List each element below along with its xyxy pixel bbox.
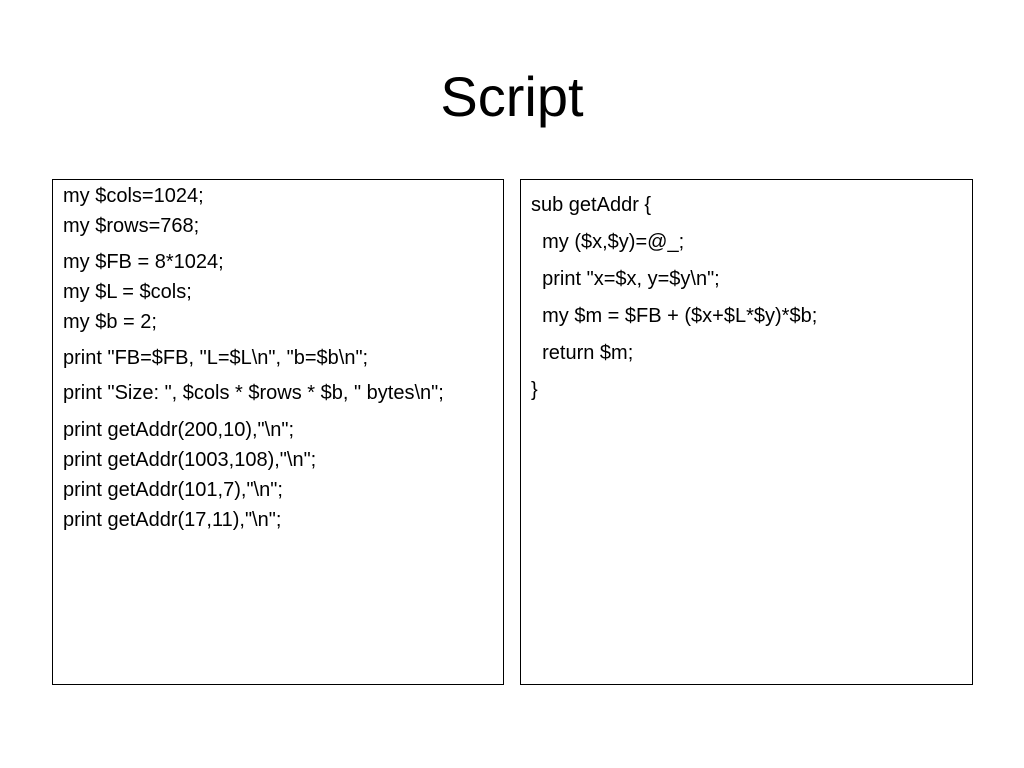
code-line-print-params: print "FB=$FB, "L=$L\n", "b=$b\n";	[63, 347, 369, 369]
code-line-sub-return: return $m;	[531, 342, 634, 364]
code-line-getaddr-call-1: print getAddr(200,10),"\n";	[63, 419, 294, 441]
main-script-box: my $cols=1024; my $rows=768; my $FB = 8*…	[52, 179, 504, 685]
code-line-print-size: print "Size: ", $cols * $rows * $b, " by…	[63, 382, 444, 404]
code-line-sub-close: }	[531, 379, 538, 401]
code-line-getaddr-call-2: print getAddr(1003,108),"\n";	[63, 449, 317, 471]
code-line-sub-print: print "x=$x, y=$y\n";	[531, 268, 720, 290]
subroutine-box: sub getAddr { my ($x,$y)=@_; print "x=$x…	[520, 179, 973, 685]
code-line-cols: my $cols=1024;	[63, 185, 204, 207]
code-line-getaddr-call-4: print getAddr(17,11),"\n";	[63, 509, 282, 531]
code-line-sub-args: my ($x,$y)=@_;	[531, 231, 685, 253]
code-line-rows: my $rows=768;	[63, 215, 200, 237]
code-line-sub-compute: my $m = $FB + ($x+$L*$y)*$b;	[531, 305, 818, 327]
code-line-getaddr-call-3: print getAddr(101,7),"\n";	[63, 479, 283, 501]
code-line-fb: my $FB = 8*1024;	[63, 251, 224, 273]
code-line-l: my $L = $cols;	[63, 281, 192, 303]
slide-title: Script	[440, 65, 584, 128]
code-line-sub-open: sub getAddr {	[531, 194, 652, 216]
code-line-b: my $b = 2;	[63, 311, 157, 333]
